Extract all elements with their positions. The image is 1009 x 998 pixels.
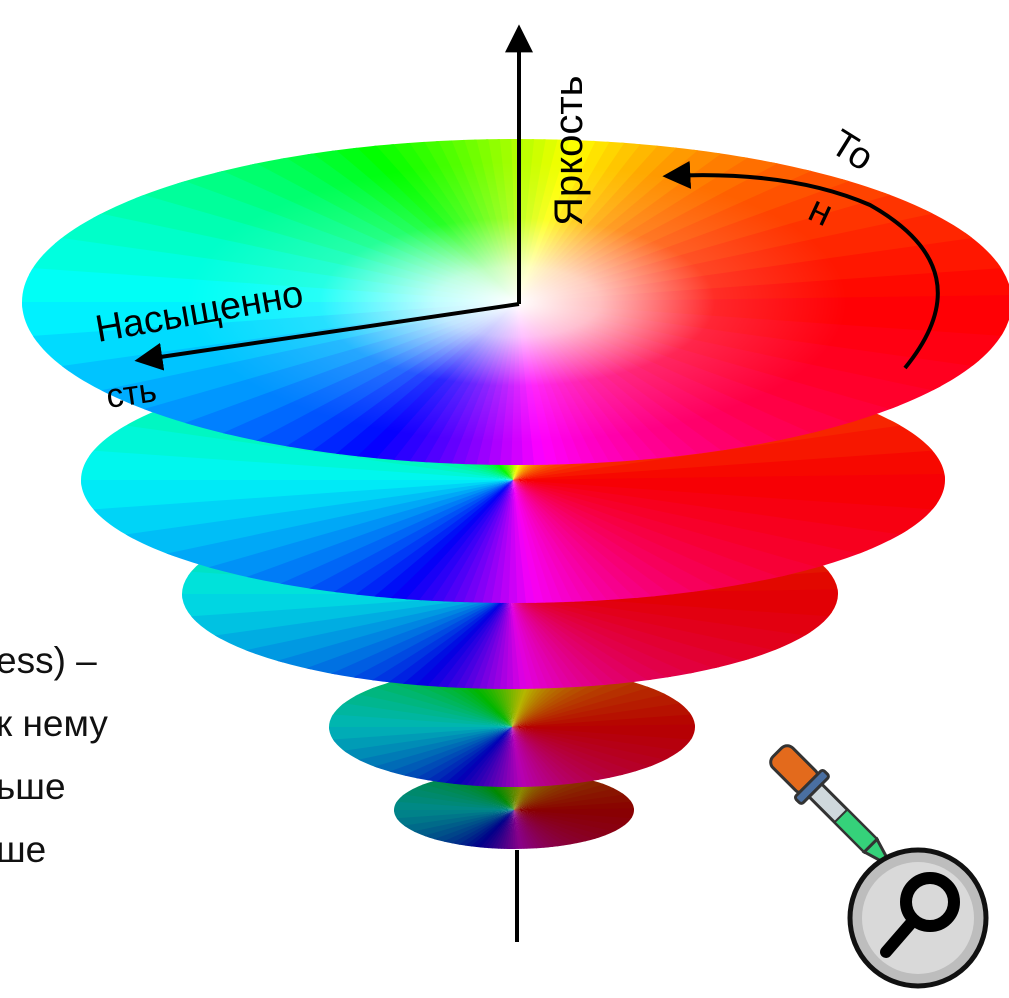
- saturation-label-line2: сть: [104, 371, 159, 416]
- hue-label-part1: То: [823, 122, 880, 180]
- body-text-line-2: к нему: [0, 703, 108, 744]
- body-text-line-3: ьше: [0, 766, 66, 807]
- hue-arc-arrow: [662, 160, 940, 370]
- body-text-line-1: ess) –: [0, 640, 97, 681]
- body-text-line-4: ше: [0, 829, 47, 870]
- saturation-axis: [134, 302, 520, 371]
- eyedropper-magnifier-icon[interactable]: [763, 738, 989, 989]
- brightness-label: Яркость: [547, 76, 591, 227]
- disk-layer-1-top: [22, 139, 1009, 465]
